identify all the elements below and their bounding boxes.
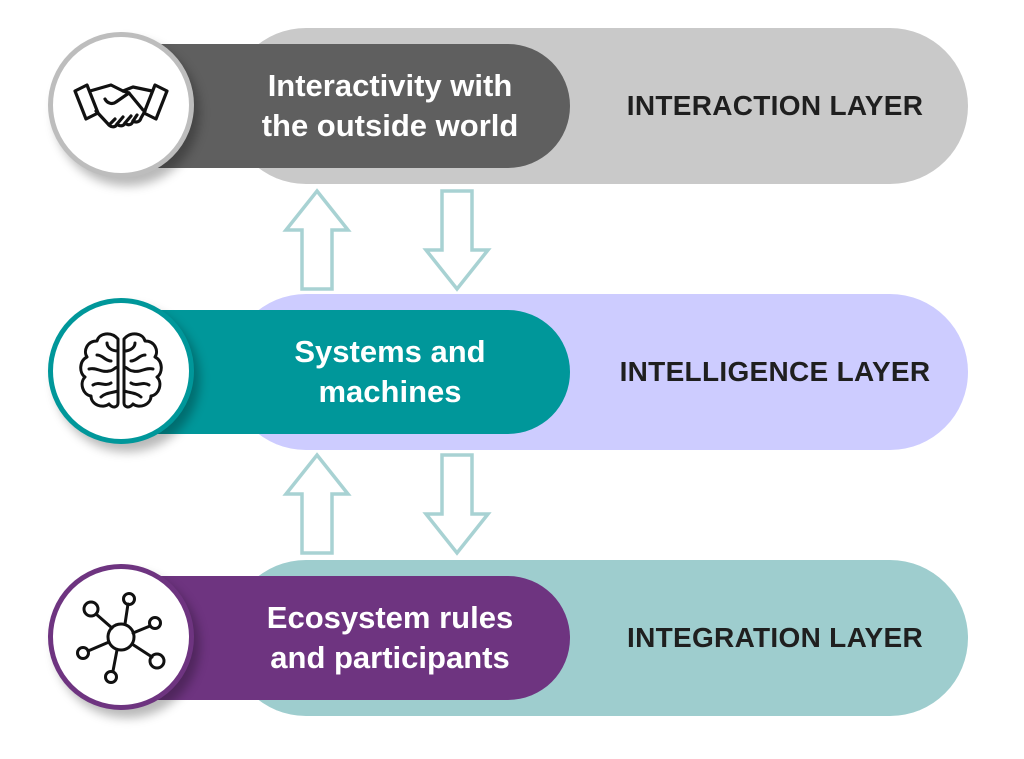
interaction-layer-description: Interactivity with the outside world (261, 68, 519, 143)
arrow-up-2 (282, 452, 352, 555)
intelligence-layer-name: INTELLIGENCE LAYER (619, 356, 931, 387)
brain-icon (79, 332, 163, 409)
integration-icon-circle (48, 564, 194, 710)
network-icon (76, 592, 166, 684)
arrow-up-1 (282, 188, 352, 291)
intelligence-layer-description: Systems and machines (294, 334, 486, 409)
integration-layer-name: INTEGRATION LAYER (626, 622, 923, 653)
intelligence-layer-description-pill: Systems and machines (150, 310, 570, 434)
interaction-icon-circle (48, 32, 194, 178)
handshake-icon (73, 83, 169, 129)
arrow-down-1 (422, 189, 492, 292)
arrow-down-2 (422, 453, 492, 556)
intelligence-icon-circle (48, 298, 194, 444)
integration-layer-description: Ecosystem rules and participants (266, 600, 514, 675)
integration-layer-description-pill: Ecosystem rules and participants (150, 576, 570, 700)
interaction-layer-description-pill: Interactivity with the outside world (150, 44, 570, 168)
interaction-layer-name: INTERACTION LAYER (626, 90, 924, 121)
